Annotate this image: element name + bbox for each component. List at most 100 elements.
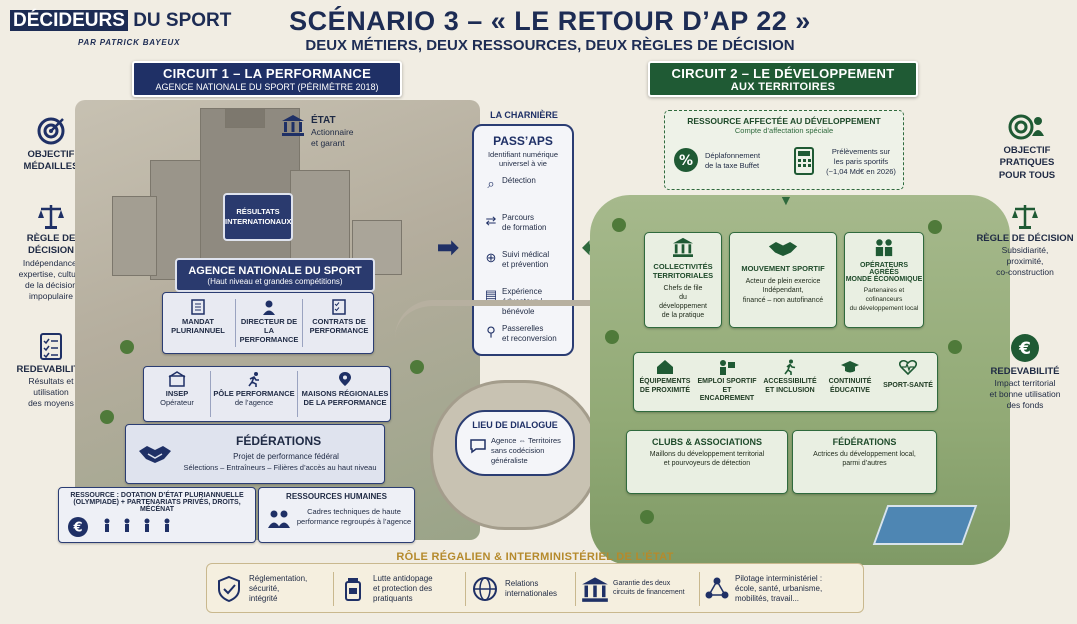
- dev-resource-card: RESSOURCE AFFECTÉE AU DÉVELOPPEMENT Comp…: [664, 110, 904, 190]
- development-strip: ÉQUIPEMENTS DE PROXIMITÉ EMPLOI SPORTIF …: [633, 352, 938, 412]
- ans-item-director-l2: LA PERFORMANCE: [239, 326, 299, 344]
- dialogue-card: LIEU DE DIALOGUE Agence ⇔ Territoires sa…: [455, 410, 575, 476]
- strip-accessibilite-l2: ET INCLUSION: [765, 386, 815, 394]
- euro-icon: €: [68, 517, 88, 537]
- tree: [120, 340, 134, 354]
- actor-collectivites-t2: TERRITORIALES: [652, 271, 714, 280]
- right-decision-line-2: proximité,: [1006, 256, 1044, 267]
- results-line-2: INTERNATIONAUX: [225, 216, 292, 226]
- left-decision-rule-title: RÈGLE DE DÉCISION: [26, 233, 76, 257]
- exchange-arrows-icon: ⇄: [485, 213, 497, 228]
- ans-item-mandate-l2: PLURIANNUEL: [171, 326, 225, 335]
- role-int-l1: Relations: [505, 579, 539, 588]
- op-regional-l1: MAISONS RÉGIONALES: [301, 389, 389, 398]
- left-accountability-title: REDEVABILITÉ: [16, 364, 86, 376]
- circuit2-title: CIRCUIT 2 – LE DÉVELOPPEMENT: [671, 66, 895, 81]
- tree: [605, 330, 619, 344]
- dev-federations-line-1: Actrices du développement local,: [813, 451, 916, 458]
- swimming-pool: [872, 505, 978, 545]
- actor-operateurs-t1: OPÉRATEURS AGRÉÉS: [859, 262, 909, 276]
- ans-item-contracts-l1: CONTRATS DE: [312, 317, 366, 326]
- strip-equipements-l2: DE PROXIMITÉ: [639, 386, 691, 394]
- svg-text:€: €: [1018, 339, 1031, 359]
- op-pole-l2: de l’agence: [234, 398, 274, 407]
- dialogue-title: LIEU DE DIALOGUE: [472, 420, 558, 430]
- actor-collectivites-d4: de la pratique: [661, 312, 705, 320]
- prelevements-l1: Prélèvements sur: [831, 147, 891, 156]
- tree: [410, 360, 424, 374]
- left-decision-line-1: Indépendance,: [22, 257, 80, 268]
- pass-aps-sub-2: universel à vie: [499, 159, 547, 168]
- institution-icon: [282, 115, 304, 136]
- handshake-icon: [139, 446, 171, 463]
- role-dop-l1: Lutte antidopage: [373, 574, 433, 583]
- op-pole-l1: PÔLE PERFORMANCE: [213, 389, 295, 398]
- actor-mouvement-d2: Indépendant,: [762, 287, 804, 295]
- circuit2-banner: CIRCUIT 2 – LE DÉVELOPPEMENT AUX TERRITO…: [648, 61, 918, 97]
- target-icon: [37, 117, 65, 145]
- clubs-line-2: et pourvoyeurs de détection: [663, 460, 751, 468]
- arrow-down-icon: ▼: [779, 192, 793, 208]
- athletes-icon: [104, 518, 170, 532]
- divider: [333, 572, 334, 606]
- walker-icon: [784, 359, 796, 375]
- prelevements-l3: (~1,04 Md€ en 2026): [826, 167, 896, 177]
- right-accountability-line-1: Impact territorial: [994, 378, 1056, 389]
- right-objective-line2: PRATIQUES: [999, 157, 1055, 169]
- globe-icon: [473, 577, 497, 601]
- magnifier-icon: ⌕: [487, 176, 495, 191]
- actor-mouvement-d3: financé – non autofinancé: [742, 296, 824, 304]
- etat-label: ÉTAT Actionnaire et garant: [281, 114, 361, 149]
- strip-continuite-l1: CONTINUITÉ: [828, 378, 872, 386]
- hr-text-2: performance regroupés à l’agence: [296, 517, 412, 526]
- role-reg-l1: Réglementation,: [249, 574, 308, 583]
- building-far-left: [112, 196, 157, 276]
- clubs-card: CLUBS & ASSOCIATIONS Maillons du dévelop…: [626, 430, 788, 494]
- actor-collectivites: COLLECTIVITÉS TERRITORIALES Chefs de fil…: [644, 232, 722, 328]
- divider: [699, 572, 700, 606]
- house-icon: [657, 360, 673, 374]
- ans-header-card: AGENCE NATIONALE DU SPORT (Haut niveau e…: [175, 258, 375, 292]
- percent-icon: %: [674, 148, 698, 172]
- scale-icon: [38, 205, 64, 229]
- left-accountability: REDEVABILITÉ Résultats et utilisation de…: [10, 331, 92, 410]
- left-decision-line-3: de la décision: [25, 279, 77, 290]
- coach-icon: [720, 360, 735, 375]
- strip-emploi: EMPLOI SPORTIF ET ENCADREMENT: [696, 359, 758, 404]
- logo-rest-text: DU SPORT: [133, 10, 232, 31]
- circuit1-subtitle: AGENCE NATIONALE DU SPORT (PÉRIMÈTRE 201…: [155, 82, 379, 92]
- role-dop-l3: pratiquants: [373, 594, 413, 603]
- dialogue-line-1: Agence ⇔ Territoires: [491, 436, 561, 445]
- op-regional: MAISONS RÉGIONALES DE LA PERFORMANCE: [300, 371, 390, 407]
- actor-operateurs: OPÉRATEURS AGRÉÉS MONDE ÉCONOMIQUE Parte…: [844, 232, 924, 328]
- page-title: SCÉNARIO 3 – « LE RETOUR D’AP 22 »: [289, 6, 811, 36]
- federations-title: FÉDÉRATIONS: [236, 434, 322, 448]
- left-objective-line2: MÉDAILLES: [23, 161, 79, 173]
- hinge-label: LA CHARNIÈRE: [490, 110, 558, 120]
- ans-title: AGENCE NATIONALE DU SPORT: [188, 265, 362, 277]
- tree: [612, 218, 626, 232]
- dev-resource-title: RESSOURCE AFFECTÉE AU DÉVELOPPEMENT: [687, 116, 881, 126]
- resource-title-2: (OLYMPIADE) + PARTENARIATS PRIVÉS, DROIT…: [73, 499, 241, 513]
- pass-item-bridges-l2: et reconversion: [502, 334, 557, 343]
- role-title: RÔLE RÉGALIEN & INTERMINISTÉRIEL DE L’ÉT…: [396, 551, 674, 563]
- ans-subtitle: (Haut niveau et grandes compétitions): [207, 277, 343, 286]
- operators-card: INSEP Opérateur PÔLE PERFORMANCE de l’ag…: [143, 366, 391, 422]
- certificate-icon: ▤: [484, 287, 498, 302]
- role-reg-l3: intégrité: [249, 594, 278, 603]
- strip-accessibilite: ACCESSIBILITÉ ET INCLUSION: [760, 359, 820, 395]
- resource-card: RESSOURCE : DOTATION D’ÉTAT PLURIANNUELL…: [58, 487, 256, 543]
- pass-item-experience-l1: Expérience: [502, 287, 543, 296]
- right-objective-line3: POUR TOUS: [998, 169, 1056, 181]
- betting-slip-icon: [794, 147, 814, 175]
- strip-sport-sante-l1: SPORT-SANTÉ: [883, 382, 933, 390]
- role-item-pilotage: Pilotage interministériel :école, santé,…: [703, 570, 861, 608]
- right-objective-line1: OBJECTIF: [1003, 145, 1051, 157]
- actor-collectivites-d1: Chefs de file: [663, 285, 703, 292]
- role-gar-l2: circuits de financement: [613, 589, 685, 596]
- logo-box-text: DÉCIDEURS: [10, 10, 128, 31]
- runner-icon: [248, 372, 259, 387]
- actor-mouvement-sportif: MOUVEMENT SPORTIF Acteur de plein exerci…: [729, 232, 837, 328]
